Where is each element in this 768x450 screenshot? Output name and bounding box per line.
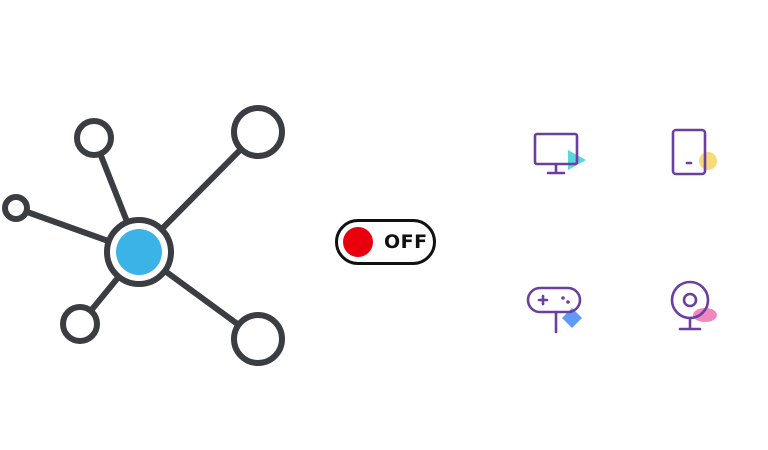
hub-node xyxy=(60,304,100,344)
webcam-icon xyxy=(663,278,723,338)
hub-node xyxy=(2,194,30,222)
hub-node xyxy=(231,312,285,366)
hub-node xyxy=(74,118,114,158)
monitor-play-icon xyxy=(528,126,588,186)
power-toggle[interactable]: OFF xyxy=(335,219,436,265)
hub-node xyxy=(231,105,285,159)
network-hub-icon xyxy=(0,100,300,370)
toggle-knob xyxy=(343,227,373,257)
toggle-label: OFF xyxy=(384,231,428,253)
hub-center-node xyxy=(116,229,162,275)
tablet-icon xyxy=(663,126,723,186)
gamepad-icon xyxy=(526,280,586,340)
